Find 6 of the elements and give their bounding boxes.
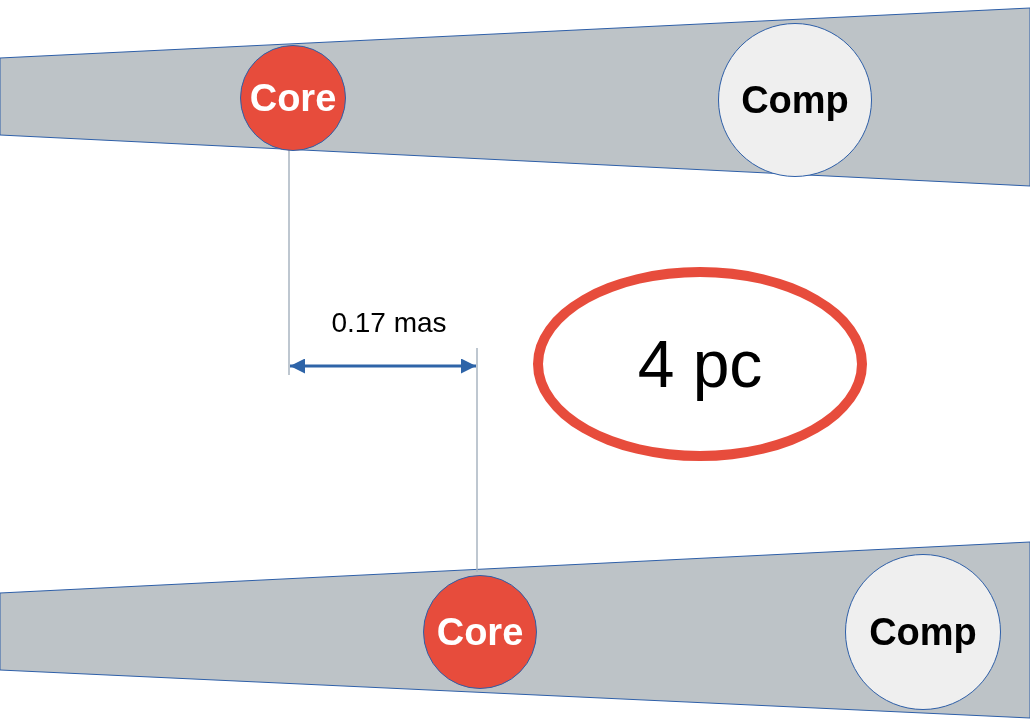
node-label: Core [436,610,524,654]
node-label: Comp [869,610,977,654]
node-label: Comp [741,78,849,122]
node-label: 4 pc [637,326,763,402]
dimension-label: 0.17 mas [331,307,447,339]
node-label: Core [249,76,337,120]
